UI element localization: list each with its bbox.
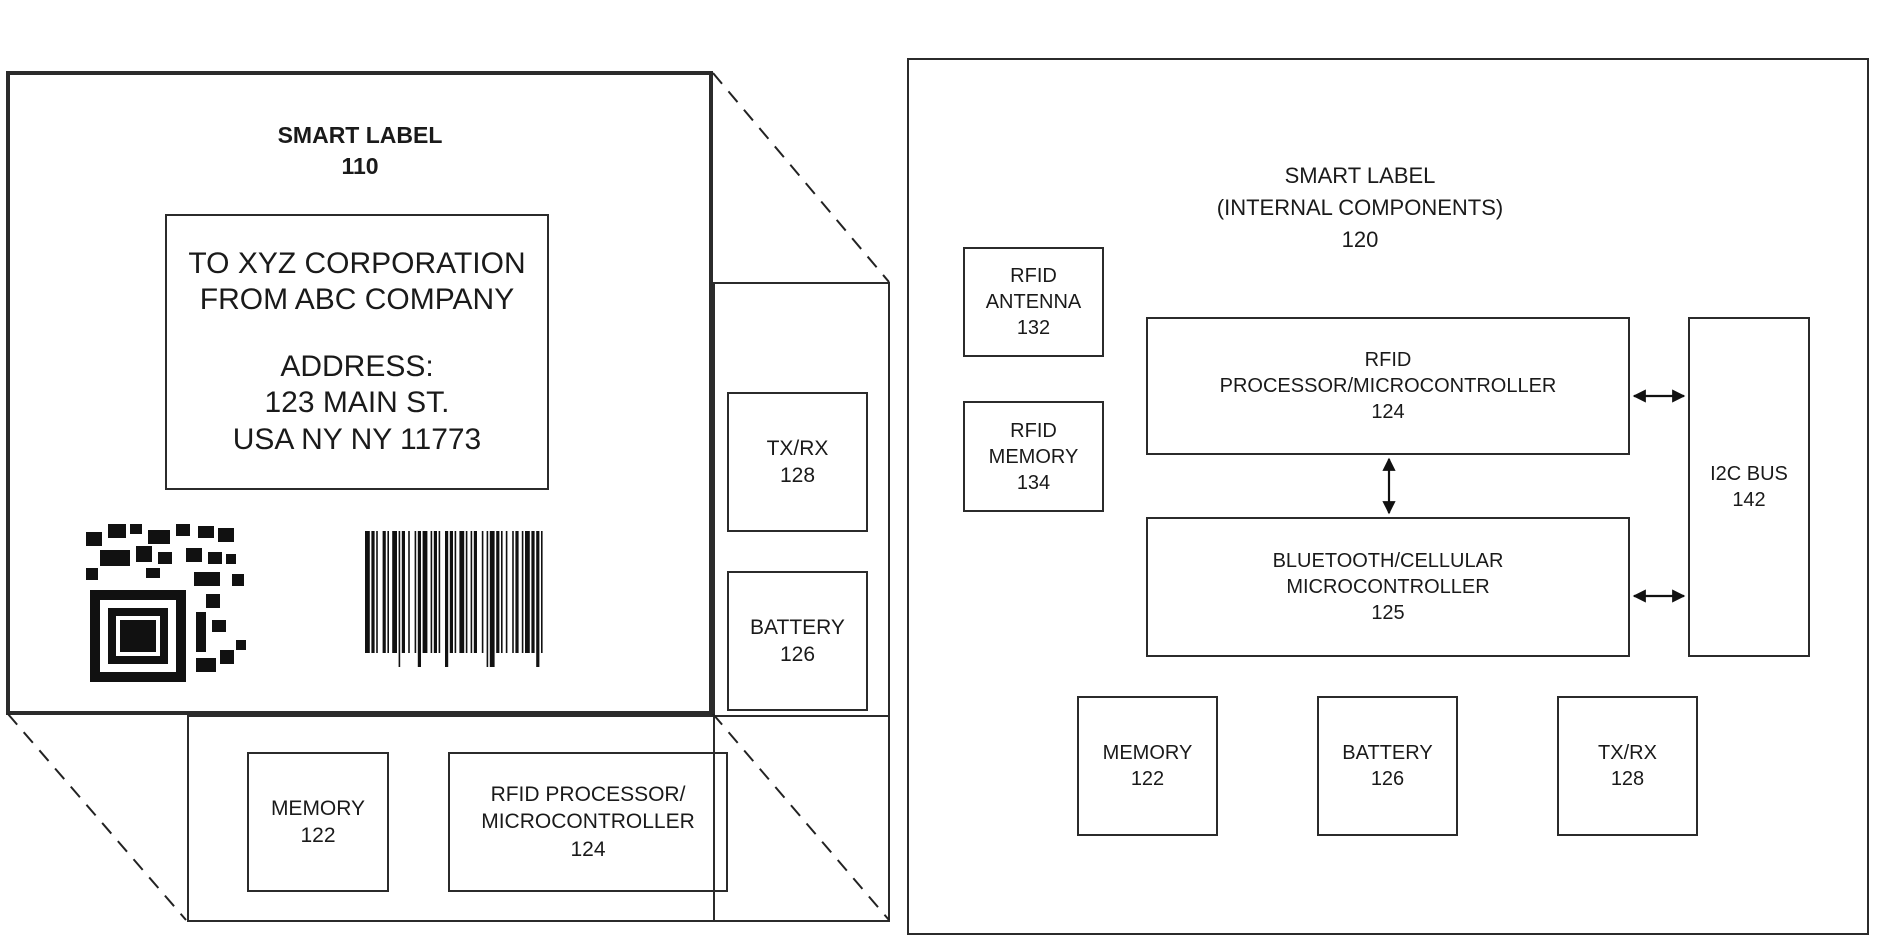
projection-line-corner xyxy=(713,714,889,920)
projection-line-top xyxy=(713,73,889,282)
projection-line-left xyxy=(8,714,186,920)
